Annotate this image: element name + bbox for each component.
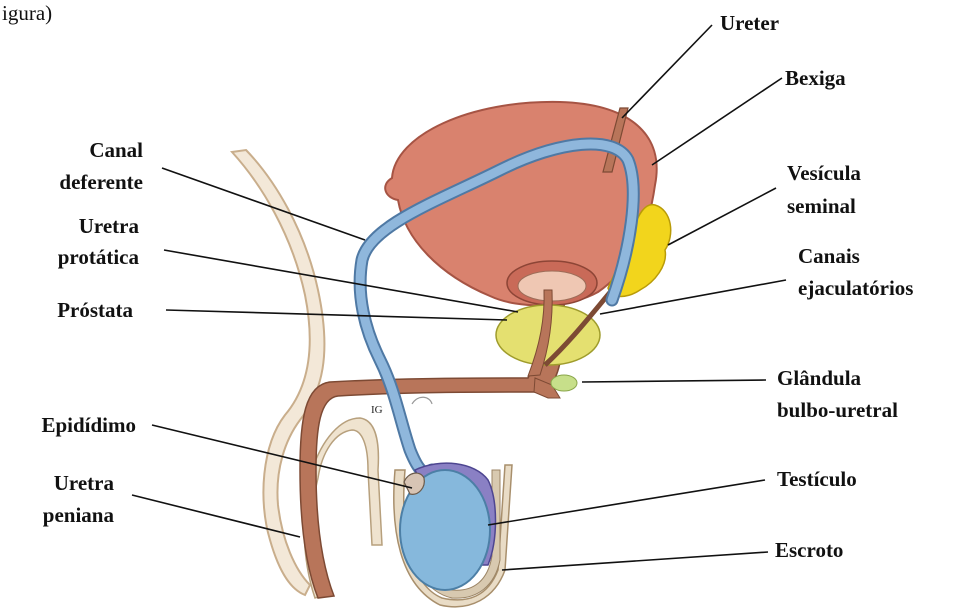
label-canal-deferente-line1: Canal	[89, 138, 143, 162]
header-fragment: igura)	[2, 1, 52, 25]
leader-bexiga	[652, 78, 782, 165]
anatomy-illustration	[232, 102, 671, 607]
label-escroto: Escroto	[775, 538, 843, 562]
label-uretra-peniana-line1: Uretra	[54, 471, 115, 495]
leader-prostata	[166, 310, 507, 320]
label-canais-ejaculatorios-line1: Canais	[798, 244, 860, 268]
bulbourethral-gland	[551, 375, 577, 391]
label-vesicula-seminal-line2: seminal	[787, 194, 856, 218]
label-uretra-protatica-line1: Uretra	[79, 214, 140, 238]
leader-ureter	[622, 25, 712, 118]
ig-cap	[412, 397, 432, 404]
leader-testiculo	[488, 480, 765, 525]
label-ig: IG	[371, 404, 383, 416]
label-glandula-line2: bulbo-uretral	[777, 398, 898, 422]
label-vesicula-seminal-line1: Vesícula	[787, 161, 861, 185]
label-canal-deferente-line2: deferente	[59, 170, 143, 194]
label-prostata: Próstata	[57, 298, 133, 322]
label-uretra-protatica-line2: protática	[58, 245, 140, 269]
label-ureter: Ureter	[720, 11, 779, 35]
leader-escroto	[502, 552, 768, 570]
leader-vesicula-seminal	[668, 188, 776, 245]
label-epididimo: Epidídimo	[41, 413, 136, 437]
label-canais-ejaculatorios-line2: ejaculatórios	[798, 276, 913, 300]
leader-glandula	[582, 380, 766, 382]
label-testiculo: Testículo	[777, 467, 857, 491]
label-bexiga: Bexiga	[785, 66, 846, 90]
label-uretra-peniana-line2: peniana	[43, 503, 115, 527]
label-glandula-line1: Glândula	[777, 366, 862, 390]
